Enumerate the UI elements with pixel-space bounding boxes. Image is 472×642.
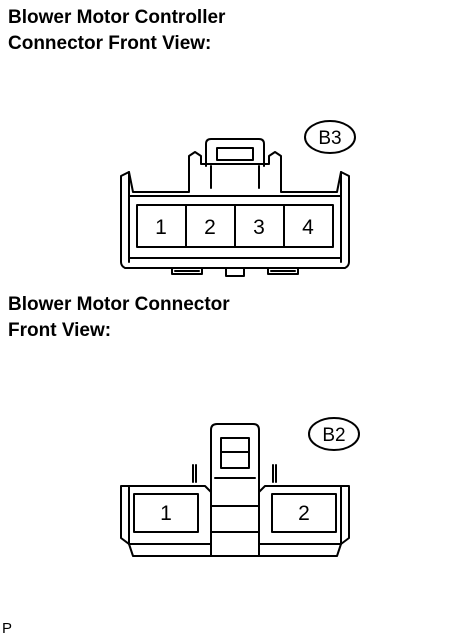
b3-connector-heading: Blower Motor Controller Connector Front … bbox=[8, 5, 225, 57]
b2-pin-2-box bbox=[271, 493, 337, 533]
b2-pin-label: 1 bbox=[160, 502, 172, 525]
b2-tag-label: B2 bbox=[322, 425, 345, 446]
figure-code: P bbox=[2, 620, 13, 637]
b3-connector bbox=[120, 138, 350, 277]
b2-left-housing bbox=[120, 485, 212, 545]
b2-pin-label: 2 bbox=[298, 502, 310, 525]
b3-cavity-frame bbox=[128, 195, 342, 259]
b3-housing-outline bbox=[120, 151, 350, 269]
b2-heading-line2: Front View: bbox=[8, 320, 112, 341]
b2-heading-line1: Blower Motor Connector bbox=[8, 294, 230, 315]
b3-tag-label: B3 bbox=[318, 128, 341, 149]
b3-heading-line2: Connector Front View: bbox=[8, 33, 212, 54]
b3-heading-line1: Blower Motor Controller bbox=[8, 7, 226, 28]
b2-latch-tower bbox=[210, 423, 260, 493]
b2-tag-oval bbox=[308, 417, 360, 451]
b2-connector-heading: Blower Motor Connector Front View: bbox=[8, 292, 230, 344]
b3-pin-label: 3 bbox=[253, 216, 265, 239]
b3-latch bbox=[205, 138, 265, 167]
b3-pin-4-box bbox=[283, 204, 334, 248]
b3-tag-oval bbox=[304, 120, 356, 154]
b2-connector bbox=[120, 423, 350, 557]
b2-right-housing bbox=[258, 485, 350, 545]
b3-pin-label: 2 bbox=[204, 216, 216, 239]
b2-bottom-skirt bbox=[128, 543, 342, 557]
b3-pin-label: 1 bbox=[155, 216, 167, 239]
b3-bottom-tabs bbox=[171, 267, 299, 277]
b3-latch-slot bbox=[216, 147, 254, 161]
b2-pin-1-box bbox=[133, 493, 199, 533]
b3-pin-label: 4 bbox=[302, 216, 314, 239]
